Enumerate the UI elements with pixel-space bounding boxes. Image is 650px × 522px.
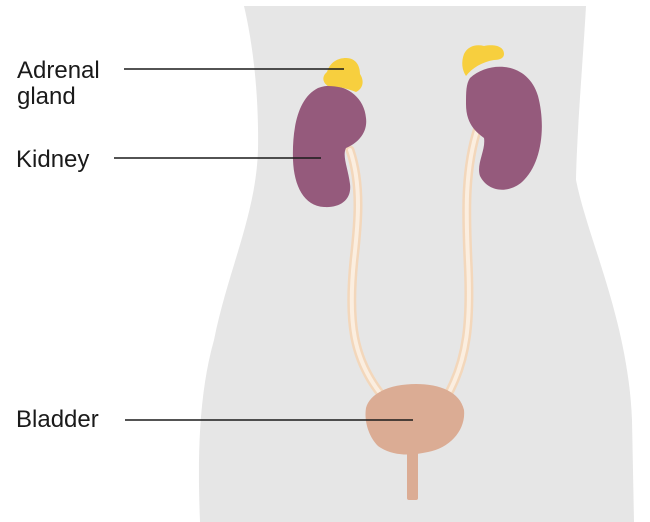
adrenal-gland-label-line2: gland <box>17 83 76 110</box>
adrenal-gland-label-line1: Adrenal <box>17 57 100 84</box>
right-adrenal-gland <box>462 45 504 76</box>
urethra <box>407 448 418 500</box>
kidney-label: Kidney <box>16 146 89 173</box>
bladder <box>365 384 465 455</box>
right-kidney <box>466 66 542 190</box>
right-ureter-highlight <box>444 120 482 400</box>
bladder-label: Bladder <box>16 406 99 433</box>
left-ureter-highlight <box>348 148 386 400</box>
left-adrenal-gland <box>323 58 363 92</box>
left-kidney <box>292 85 367 208</box>
